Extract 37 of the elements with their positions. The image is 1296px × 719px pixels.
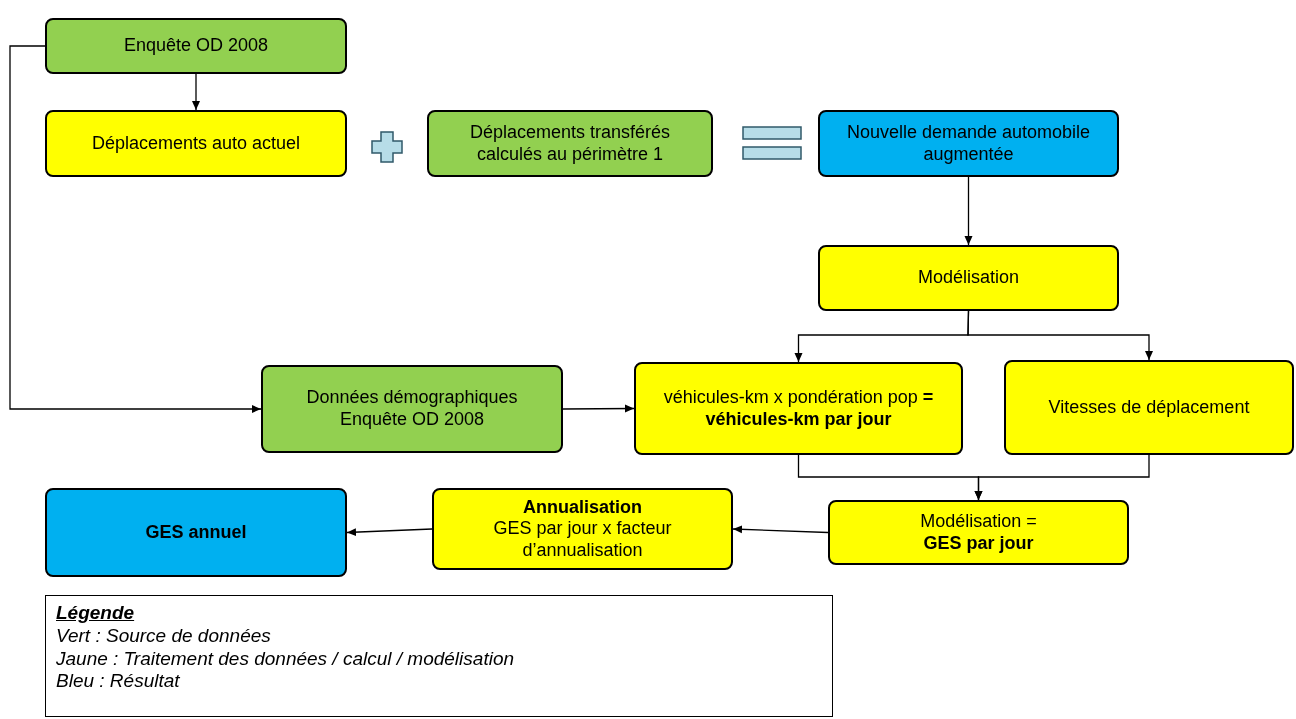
arrow xyxy=(967,310,1153,361)
process-box xyxy=(828,500,1129,565)
box-text: Déplacements transférés calculés au périmètre 1 xyxy=(468,121,672,166)
box-text: véhicules-km x pondération pop = xyxy=(663,386,934,409)
box-text: Modélisation xyxy=(917,267,1020,289)
box-text: Vitesses de déplacement xyxy=(1048,396,1250,419)
data-source-box xyxy=(45,18,347,74)
box-text: Déplacements auto actuel xyxy=(91,132,301,155)
arrow xyxy=(192,73,200,111)
box-subtext: véhicules-km par jour xyxy=(705,408,892,431)
data-source-box xyxy=(427,110,713,177)
box-text: GES annuel xyxy=(145,521,247,544)
result-box xyxy=(45,488,347,577)
arrow xyxy=(346,528,433,537)
arrow xyxy=(9,45,262,413)
process-box xyxy=(432,488,733,570)
box-text: Nouvelle demande automobile augmentée xyxy=(845,121,1092,166)
arrow xyxy=(964,176,973,246)
box-text: Modélisation = xyxy=(920,510,1037,533)
result-box xyxy=(818,110,1119,177)
legend-entry: Vert : Source de données xyxy=(56,624,271,648)
box-subtext: GES par jour xyxy=(923,532,1034,555)
box-text: Annualisation xyxy=(523,496,642,519)
process-box xyxy=(818,245,1119,311)
box-text: Enquête OD 2008 xyxy=(123,35,269,57)
box-text: Données démographiques Enquête OD 2008 xyxy=(305,387,519,431)
arrow xyxy=(562,404,635,413)
data-source-box xyxy=(261,365,563,453)
legend-title: Légende xyxy=(56,602,135,625)
arrow xyxy=(732,525,829,534)
process-box xyxy=(634,362,963,455)
process-box xyxy=(45,110,347,177)
arrow xyxy=(974,454,1150,501)
box-subtext: GES par jour x facteur d’annualisation xyxy=(492,518,673,562)
legend-entry: Bleu : Résultat xyxy=(56,670,180,694)
legend-entry: Jaune : Traitement des données / calcul / modélisation xyxy=(56,647,514,671)
process-box xyxy=(1004,360,1294,455)
